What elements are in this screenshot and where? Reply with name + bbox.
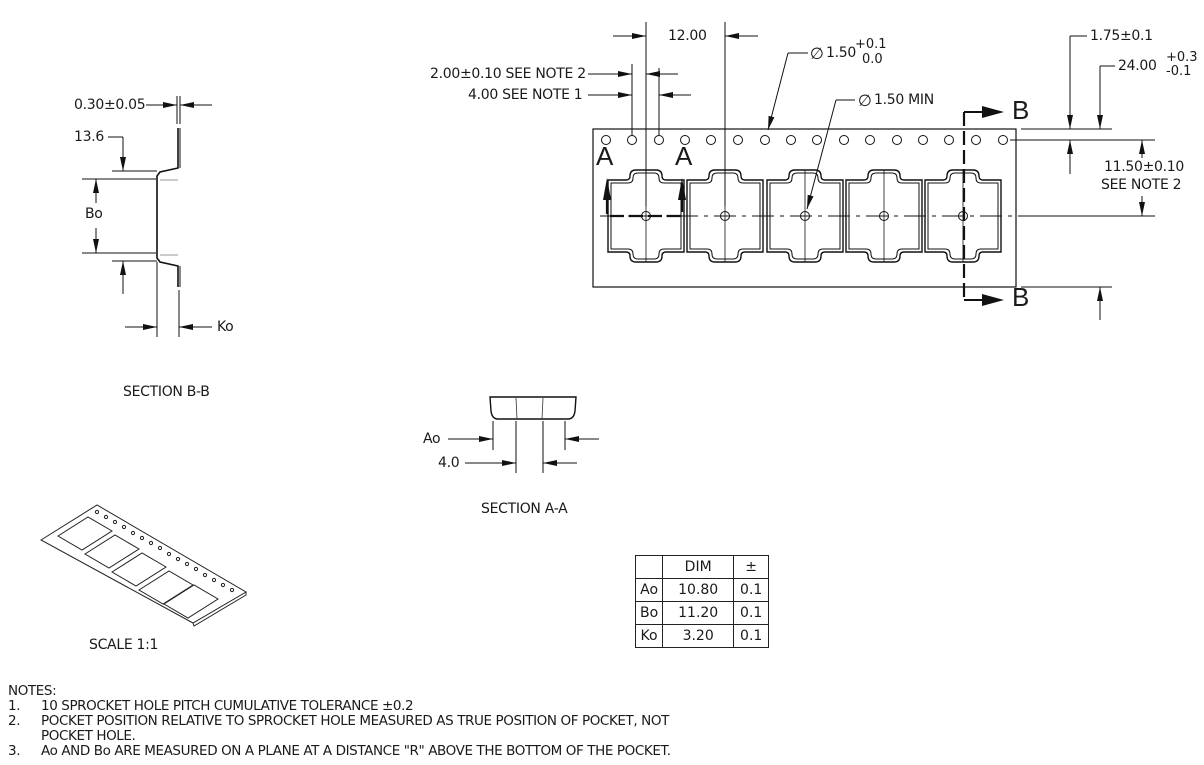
thickness-dimension: 0.30±0.05 bbox=[74, 97, 146, 113]
dim-value: 10.80 bbox=[662, 578, 735, 602]
dim-name: Bo bbox=[634, 601, 664, 625]
isometric-view bbox=[40, 504, 247, 627]
note-item: POCKET HOLE. bbox=[8, 729, 671, 744]
section-aa-title: SECTION A-A bbox=[481, 501, 568, 517]
width-dimension: 4.0 bbox=[438, 455, 460, 471]
tape-width-tol-minus: -0.1 bbox=[1166, 64, 1192, 79]
pocket-offset-dimension: 11.50±0.10 bbox=[1104, 159, 1184, 175]
table-row: Bo 11.20 0.1 bbox=[634, 601, 770, 625]
flange-dimension: 13.6 bbox=[74, 129, 104, 145]
dim-name: Ao bbox=[634, 578, 664, 602]
sprocket-hole-tol-plus: +0.1 bbox=[855, 37, 887, 52]
edge-to-hole-dimension: 1.75±0.1 bbox=[1090, 28, 1153, 44]
ao-label: Ao bbox=[423, 431, 441, 447]
section-bb-view bbox=[82, 96, 212, 337]
note-text: POCKET POSITION RELATIVE TO SPROCKET HOL… bbox=[41, 713, 669, 729]
table-header-cell bbox=[634, 555, 664, 579]
diameter-symbol-icon: ∅ bbox=[858, 91, 872, 110]
note-number: 3. bbox=[8, 743, 21, 759]
section-a-marker-right: A bbox=[675, 141, 693, 171]
note-item: 1. 10 SPROCKET HOLE PITCH CUMULATIVE TOL… bbox=[8, 699, 671, 714]
note-item: 2. POCKET POSITION RELATIVE TO SPROCKET … bbox=[8, 714, 671, 729]
scale-label: SCALE 1:1 bbox=[89, 637, 159, 653]
dim-tolerance: 0.1 bbox=[733, 624, 770, 648]
note-text: POCKET HOLE. bbox=[41, 728, 136, 744]
pocket-offset-note: SEE NOTE 2 bbox=[1101, 177, 1182, 193]
dim-value: 11.20 bbox=[662, 601, 735, 625]
section-b-marker-bottom: B bbox=[1012, 282, 1030, 312]
dim-value: 3.20 bbox=[662, 624, 735, 648]
section-a-marker-left: A bbox=[596, 141, 614, 171]
note-item: 3. Ao AND Bo ARE MEASURED ON A PLANE AT … bbox=[8, 744, 671, 759]
notes-block: NOTES: 1. 10 SPROCKET HOLE PITCH CUMULAT… bbox=[8, 684, 671, 759]
section-b-marker-top: B bbox=[1012, 95, 1030, 125]
table-row: Ao 10.80 0.1 bbox=[634, 578, 770, 602]
table-header-row: DIM ± bbox=[634, 555, 770, 579]
tape-width-dimension: 24.00 bbox=[1118, 58, 1157, 74]
table-row: Ko 3.20 0.1 bbox=[634, 624, 770, 648]
sprocket-hole-tol-minus: 0.0 bbox=[862, 52, 883, 67]
bo-label: Bo bbox=[85, 206, 103, 222]
dimension-table: DIM ± Ao 10.80 0.1 Bo 11.20 0.1 Ko 3.20 … bbox=[634, 555, 770, 648]
note-number bbox=[8, 729, 41, 744]
dim-tolerance: 0.1 bbox=[733, 601, 770, 625]
table-header-cell: DIM bbox=[662, 555, 735, 579]
pitch-dimension: 12.00 bbox=[668, 28, 707, 44]
section-aa-view bbox=[448, 396, 599, 473]
ko-label: Ko bbox=[217, 319, 234, 335]
tape-top-view bbox=[588, 22, 1155, 320]
pocket-hole-diameter: 1.50 MIN bbox=[874, 92, 934, 108]
section-bb-title: SECTION B-B bbox=[123, 384, 210, 400]
sprocket-pitch-dimension: 4.00 SEE NOTE 1 bbox=[468, 87, 583, 103]
sprocket-offset-dimension: 2.00±0.10 SEE NOTE 2 bbox=[430, 66, 586, 82]
note-text: 10 SPROCKET HOLE PITCH CUMULATIVE TOLERA… bbox=[41, 698, 414, 714]
tape-width-tol-plus: +0.3 bbox=[1166, 50, 1198, 65]
dim-tolerance: 0.1 bbox=[733, 578, 770, 602]
note-number: 2. bbox=[8, 713, 21, 729]
notes-title: NOTES: bbox=[8, 683, 57, 699]
note-number: 1. bbox=[8, 698, 21, 714]
table-header-cell: ± bbox=[733, 555, 770, 579]
note-text: Ao AND Bo ARE MEASURED ON A PLANE AT A D… bbox=[41, 743, 671, 759]
diameter-symbol-icon: ∅ bbox=[810, 44, 824, 63]
sprocket-hole-diameter: 1.50 bbox=[826, 45, 856, 61]
dim-name: Ko bbox=[634, 624, 664, 648]
